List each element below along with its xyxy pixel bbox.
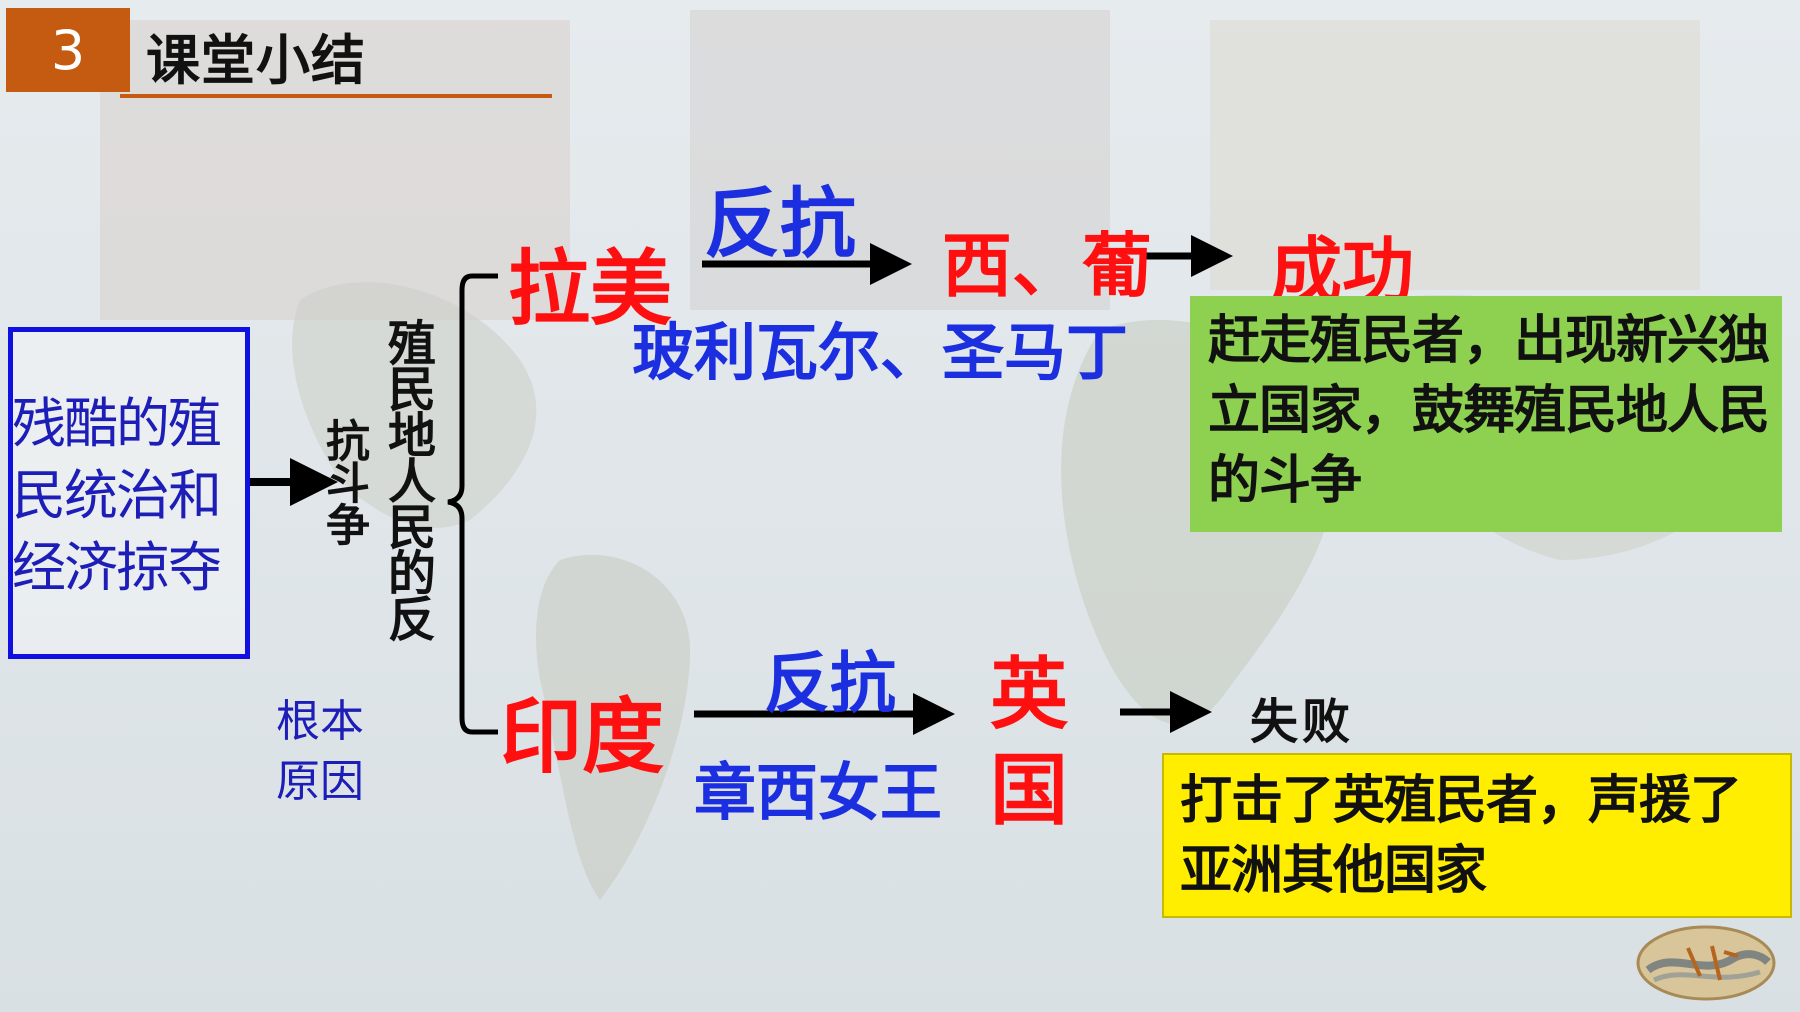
history-seal-icon [1636, 925, 1776, 1001]
section-number: 3 [6, 8, 130, 92]
action-label: 反抗 [704, 179, 856, 268]
struggle-label-part2: 抗斗争 [318, 418, 369, 544]
page-title: 课堂小结 [146, 29, 366, 92]
struggle-label-part1: 殖民地人民的反 [379, 318, 435, 640]
colonizer-britain: 英 [990, 650, 1069, 740]
significance-text-latin-america: 赶走殖民者，出现新兴独立国家，鼓舞殖民地人民的斗争 [1208, 311, 1770, 511]
result-failure: 失败 [1250, 694, 1355, 750]
region-india: 印度 [500, 690, 665, 785]
leader-india: 章西女王 [694, 756, 943, 829]
bracket-icon [447, 273, 498, 735]
significance-box-yellow [1162, 753, 1792, 918]
leaders-latin-america: 玻利瓦尔、圣马丁 [632, 316, 1129, 389]
cause-box [8, 327, 250, 659]
action-label: 反抗 [764, 645, 896, 722]
colonizer-britain: 国 [990, 746, 1069, 836]
significance-box-green [1190, 296, 1782, 532]
root-cause-label: 根本原因 [276, 696, 364, 807]
region-latin-america: 拉美 [508, 242, 673, 337]
title-underline [120, 94, 552, 98]
colonizer-spain-portugal: 西、葡 [942, 225, 1152, 307]
significance-text-india: 打击了英殖民者，声援了亚洲其他国家 [1180, 771, 1742, 901]
cause-text: 残酷的殖民统治和经济掠夺 [12, 392, 222, 599]
